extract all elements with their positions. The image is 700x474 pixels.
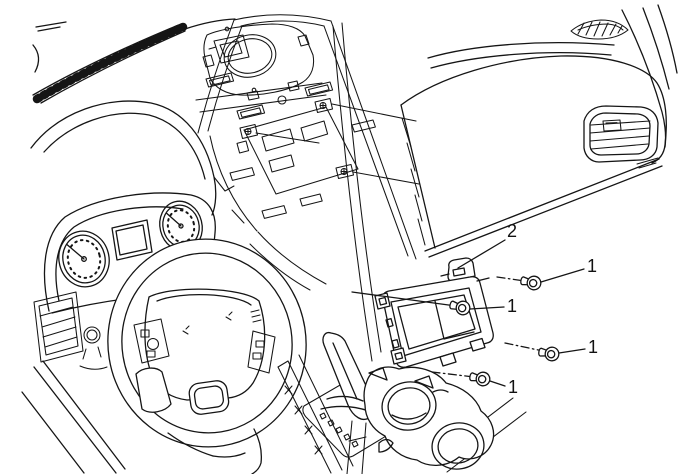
screw-axis-line — [431, 371, 475, 378]
screw-axis-line — [504, 342, 544, 352]
callout-leader-line — [469, 306, 505, 310]
display-screen — [397, 294, 476, 350]
screw-icon — [519, 273, 543, 292]
callout-leader-line — [540, 268, 585, 283]
steering-wheel — [107, 238, 307, 448]
callout-layer: 2 1 1 1 1 — [431, 221, 598, 397]
mounting-tab-screws — [239, 97, 420, 185]
callout-label: 1 — [508, 377, 518, 397]
display-module — [351, 257, 494, 389]
cup-holder-bracket — [202, 23, 315, 101]
callout-label: 1 — [588, 337, 598, 357]
steering-column — [167, 428, 262, 474]
steering-wheel-buttons-right — [247, 330, 276, 374]
speedometer-gauge — [58, 230, 110, 288]
callout-label: 2 — [507, 221, 517, 241]
right-air-vent — [583, 105, 659, 169]
lower-dash-edge — [21, 360, 126, 474]
console-slots — [205, 72, 376, 219]
screw-icon — [537, 344, 561, 363]
wheel-opening-bottom — [188, 380, 230, 415]
headlamp-knob — [79, 326, 108, 370]
right-defroster-vent — [570, 19, 629, 40]
callout-leader-line — [489, 380, 506, 387]
center-stack — [195, 14, 426, 362]
vent-louver-tab — [602, 119, 622, 132]
screw-icon — [468, 369, 492, 388]
wheel-opening-left — [135, 367, 172, 413]
callout-leader-line — [457, 239, 506, 269]
windshield-defroster-grille — [32, 18, 236, 104]
callout-label: 1 — [507, 296, 517, 316]
callout-leader-line — [558, 348, 586, 354]
cluster-display — [111, 219, 153, 261]
cup-holders — [363, 366, 495, 470]
callout-label: 1 — [587, 256, 597, 276]
radio-mounting-plate — [236, 106, 359, 195]
pad-stitch-marks — [182, 309, 262, 335]
left-air-vent — [33, 291, 108, 370]
passenger-dash — [400, 4, 678, 258]
steering-wheel-buttons-left — [133, 318, 170, 364]
